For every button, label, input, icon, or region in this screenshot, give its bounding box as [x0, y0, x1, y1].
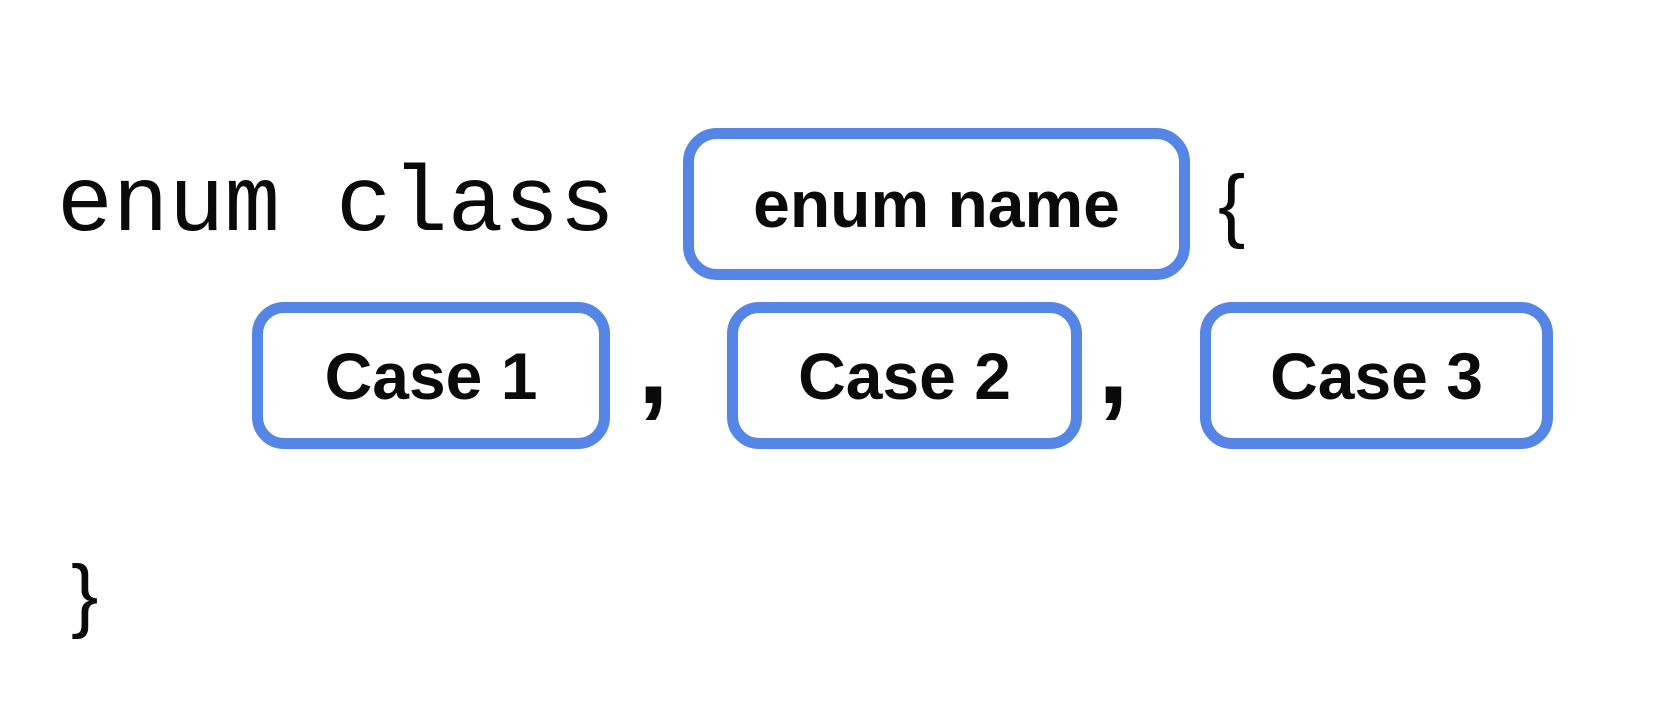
case-2-placeholder-box: Case 2 — [727, 302, 1082, 449]
closing-brace: } — [71, 549, 99, 640]
opening-brace: { — [1218, 159, 1246, 250]
enum-name-placeholder-box: enum name — [683, 128, 1190, 280]
enum-class-keyword: enum class — [57, 153, 616, 258]
comma-separator-2: , — [1098, 304, 1129, 427]
case-2-label: Case 2 — [798, 338, 1011, 413]
case-3-placeholder-box: Case 3 — [1200, 302, 1553, 449]
case-1-placeholder-box: Case 1 — [252, 302, 610, 449]
comma-separator-1: , — [638, 304, 669, 427]
enum-name-label: enum name — [753, 167, 1120, 241]
case-1-label: Case 1 — [324, 338, 538, 413]
case-3-label: Case 3 — [1270, 338, 1483, 413]
